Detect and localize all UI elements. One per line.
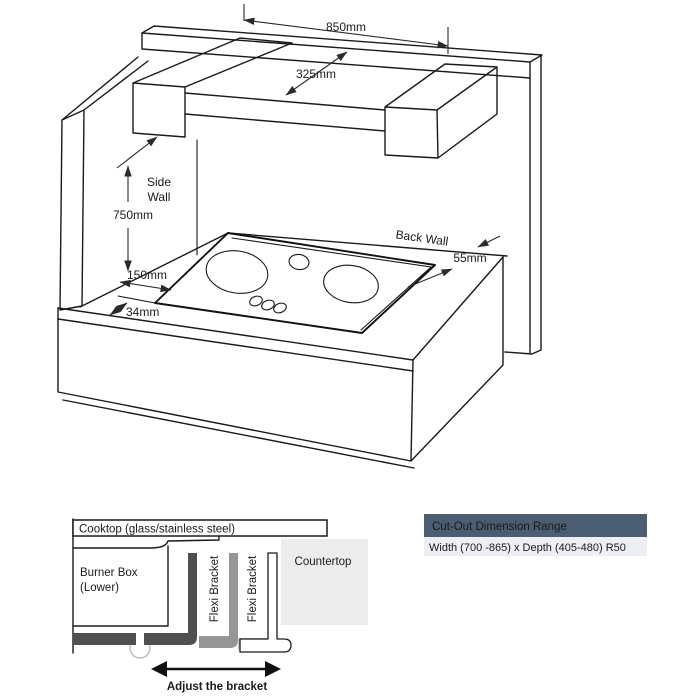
counter-top-edges [57, 256, 504, 372]
back-wall-label: Back Wall [395, 227, 449, 248]
adjust-arrow-right-head [265, 661, 281, 677]
dim-325-line [285, 51, 348, 96]
side-wall-label: Side Wall [147, 175, 171, 204]
rangehood-left-box [132, 37, 293, 138]
dim-750: 750mm [113, 136, 198, 272]
screw-notch [136, 629, 144, 647]
side-wall-label-line1: Side [147, 175, 171, 189]
burner-right [323, 264, 379, 304]
side-wall-label-line2: Wall [148, 190, 171, 204]
dim-34-line [109, 302, 128, 316]
adjust-arrow-left-head [151, 661, 167, 677]
cooktop-bar-label: Cooktop (glass/stainless steel) [79, 524, 235, 536]
countertop-label: Countertop [295, 556, 352, 568]
burner-box-label-line1: Burner Box [80, 567, 138, 579]
spec-table-header-bg [424, 514, 647, 537]
flexi-bracket-label-2: Flexi Bracket [247, 555, 259, 622]
dim-325-label: 325mm [296, 67, 336, 81]
dim-55-lower-leader [407, 268, 453, 288]
rangehood-beam [184, 92, 386, 132]
cooktop-inner-edge [231, 237, 433, 331]
spec-table-header-text: Cut-Out Dimension Range [432, 521, 567, 533]
spec-table-row-text: Width (700 -865) x Depth (405-480) R50 [429, 542, 626, 554]
counter-surface-join-line [117, 295, 156, 304]
rangehood [132, 37, 498, 159]
dim-325: 325mm [285, 51, 348, 96]
countertop-block [281, 539, 368, 625]
dim-750-top-leader [116, 136, 158, 169]
dim-150: 150mm [119, 268, 172, 293]
flexi-bracket-dark [73, 553, 197, 645]
burner-left [205, 250, 269, 294]
side-wall-base-line [79, 232, 229, 308]
adjust-arrow: Adjust the bracket [151, 661, 281, 693]
back-wall-base-line [227, 232, 508, 257]
burner-box-label-line2: (Lower) [80, 582, 119, 594]
spec-table-row-bg [424, 537, 647, 556]
knob-icon [249, 295, 263, 307]
side-wall-panel [59, 56, 229, 311]
burner-box-outline [72, 534, 220, 627]
dim-750-label: 750mm [113, 208, 153, 222]
cooktop-bar: Cooktop (glass/stainless steel) [72, 519, 328, 537]
cooktop-surface [154, 232, 436, 334]
knob-icon [273, 302, 287, 314]
dim-150-label: 150mm [127, 268, 167, 282]
rangehood-right-box [384, 63, 498, 159]
dim-34: 34mm [109, 302, 159, 319]
flexi-bracket-white [239, 552, 292, 653]
cross-section-diagram: Countertop Burner Box (Lower) Cooktop (g… [72, 518, 368, 693]
back-wall-panel [141, 25, 543, 355]
dim-55-upper-leader [477, 235, 501, 248]
dim-850-line [243, 17, 449, 49]
dim-55-label: 55mm [453, 251, 486, 265]
cooktop-outline [154, 232, 436, 334]
spec-table: Cut-Out Dimension Range Width (700 -865)… [424, 514, 647, 556]
dim-150-line [119, 279, 172, 293]
side-wall-edge [59, 109, 85, 311]
side-wall-top-edges [61, 56, 149, 121]
dim-850: 850mm [243, 4, 449, 54]
control-knobs [249, 295, 287, 314]
knob-icon [261, 299, 275, 311]
flexi-bracket-gray [199, 553, 238, 648]
dim-850-label: 850mm [326, 20, 366, 34]
flexi-bracket-label-1: Flexi Bracket [209, 555, 221, 622]
back-wall-right-edge [504, 54, 542, 355]
burner-center [288, 253, 310, 271]
adjust-arrow-label: Adjust the bracket [167, 681, 267, 693]
installation-iso-diagram: 850mm 325mm 750mm Side Wall 150mm 3 [57, 4, 543, 469]
dim-34-label: 34mm [126, 305, 159, 319]
counter-right-face [410, 256, 504, 462]
counter-front-face [57, 307, 415, 469]
cooktop-bar-rect [72, 519, 328, 537]
burner-box: Burner Box (Lower) [72, 534, 220, 627]
counter-cabinet [57, 256, 504, 469]
